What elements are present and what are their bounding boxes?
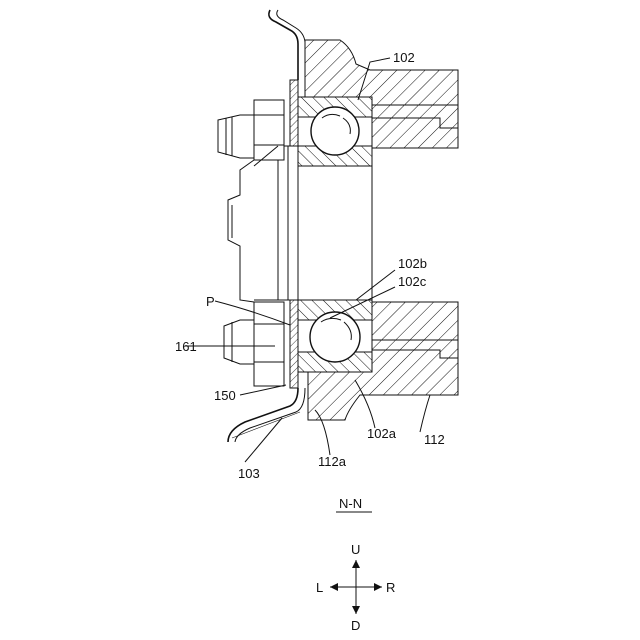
bolt-upper bbox=[218, 100, 284, 160]
section-label: N-N bbox=[339, 496, 362, 511]
label-102b: 102b bbox=[398, 256, 427, 271]
bearing-upper bbox=[298, 97, 372, 166]
inner-shaft bbox=[278, 146, 372, 300]
label-102a: 102a bbox=[367, 426, 397, 441]
label-161: 161 bbox=[175, 339, 197, 354]
direction-left-label: L bbox=[316, 580, 323, 595]
label-103: 103 bbox=[238, 466, 260, 481]
label-p: P bbox=[206, 294, 215, 309]
label-112a: 112a bbox=[318, 454, 347, 469]
bolt-lower bbox=[224, 302, 284, 386]
direction-right-label: R bbox=[386, 580, 395, 595]
label-150: 150 bbox=[214, 388, 236, 403]
direction-up-label: U bbox=[351, 542, 360, 557]
bearing-lower bbox=[298, 300, 372, 372]
label-112: 112 bbox=[424, 432, 445, 447]
retaining-plate bbox=[290, 80, 298, 388]
label-102: 102 bbox=[393, 50, 415, 65]
knuckle-outline bbox=[228, 146, 278, 302]
direction-down-label: D bbox=[351, 618, 360, 633]
direction-indicator bbox=[330, 560, 382, 614]
label-102c: 102c bbox=[398, 274, 427, 289]
